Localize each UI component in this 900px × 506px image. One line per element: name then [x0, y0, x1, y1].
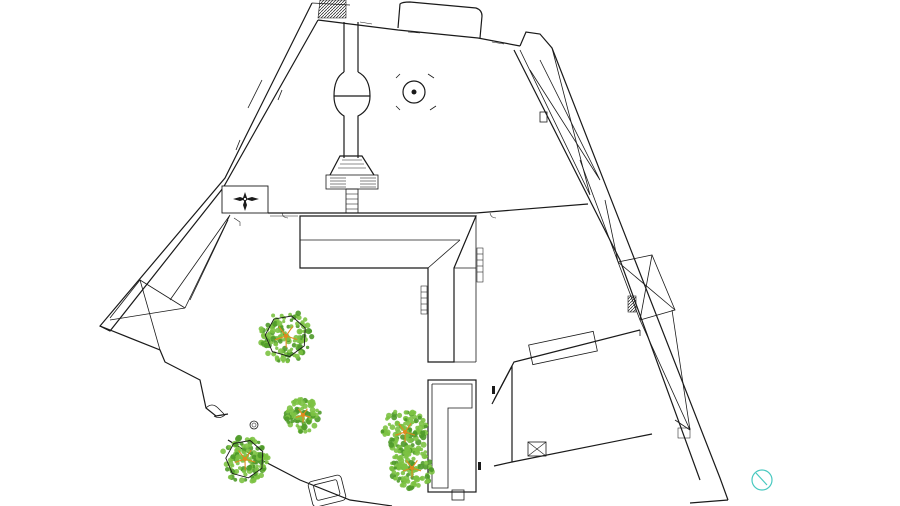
north-walkway — [325, 22, 379, 214]
corner-hatch — [317, 0, 347, 19]
bench-icon — [307, 474, 347, 506]
tree-icon — [283, 397, 322, 434]
trees — [220, 310, 435, 492]
ne-strip-bracing — [519, 47, 691, 439]
nw-strip-bracing — [109, 79, 283, 351]
top-wall-openings — [359, 21, 505, 45]
stair-treads — [330, 159, 376, 188]
sw-gate — [205, 404, 227, 418]
column-marker — [249, 420, 259, 430]
tree-icon — [258, 310, 315, 364]
top-building — [397, 1, 483, 39]
south-building — [427, 379, 495, 501]
north-marker-icon — [751, 469, 773, 491]
east-room — [491, 329, 653, 467]
compass-rose-icon — [233, 192, 259, 211]
tree-icon — [220, 434, 271, 484]
fountain-icon — [395, 73, 437, 111]
tree-icon — [389, 445, 435, 492]
compass-box — [221, 185, 269, 214]
inner-walls — [233, 203, 589, 363]
